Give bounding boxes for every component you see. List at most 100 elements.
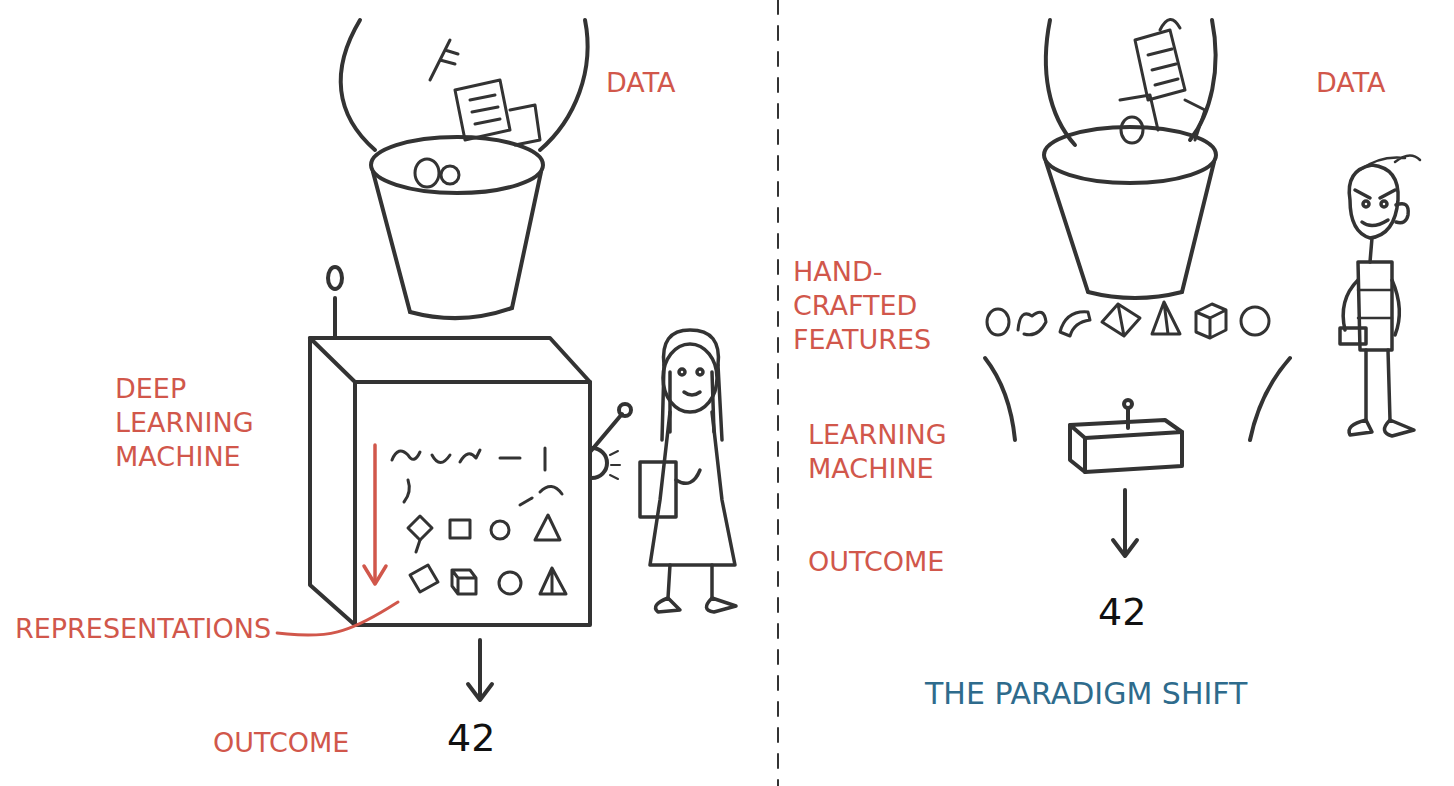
sketch-stroke	[1152, 302, 1180, 334]
sketch-stroke	[512, 172, 541, 308]
sketch-stroke	[341, 20, 375, 150]
sketch-stroke	[1135, 30, 1185, 100]
sketch-stroke	[1358, 290, 1392, 318]
sketch-stroke	[1362, 220, 1388, 226]
machine-label: LEARNING MACHINE	[808, 418, 983, 486]
sketch-stroke	[1123, 490, 1127, 553]
sketch-stroke	[510, 105, 540, 145]
leader-line	[277, 602, 398, 635]
sketch-stroke	[408, 516, 432, 540]
representation-shapes	[392, 448, 566, 594]
sketch-stroke	[1349, 165, 1398, 238]
sketch-stroke	[1396, 204, 1408, 223]
sketch-stroke	[697, 369, 703, 375]
person	[1340, 155, 1420, 436]
sketch-stroke	[333, 298, 337, 338]
sketch-stroke	[478, 640, 482, 698]
sketch-stroke	[415, 159, 439, 187]
sketch-stroke	[676, 470, 700, 483]
sketch-stroke	[460, 450, 480, 462]
sketch-stroke	[1185, 100, 1205, 140]
sketch-stroke	[450, 520, 470, 538]
sketch-stroke	[1370, 238, 1372, 262]
sketch-stroke	[1148, 49, 1178, 85]
sketch-stroke	[1160, 19, 1180, 30]
person	[640, 330, 736, 612]
sketch-stroke	[668, 565, 712, 598]
sketch-stroke	[1046, 162, 1088, 292]
features-label: HAND-CRAFTED FEATURES	[793, 255, 965, 357]
sketch-stroke	[664, 330, 719, 365]
sketch-stroke	[1196, 304, 1226, 338]
sketch-stroke	[1349, 420, 1414, 436]
sketch-stroke	[392, 451, 420, 460]
sketch-stroke	[540, 568, 566, 594]
sketch-stroke	[1366, 350, 1390, 420]
sketch-stroke	[491, 521, 509, 539]
sketch-stroke	[1085, 432, 1182, 472]
data-items	[415, 40, 540, 187]
representations-arrow	[364, 445, 386, 584]
sketch-stroke	[1340, 328, 1366, 344]
sketch-stroke	[656, 598, 736, 612]
sketch-stroke	[1070, 425, 1085, 472]
sketch-stroke	[468, 684, 492, 700]
divider-line	[777, 0, 779, 786]
sketch	[310, 0, 1420, 786]
sketch-stroke	[373, 172, 410, 312]
machine-label: DEEP LEARNING MACHINE	[115, 372, 290, 474]
sketch-stroke	[470, 95, 500, 124]
funnel	[341, 20, 588, 318]
sketch-stroke	[1120, 95, 1158, 130]
sketch-stroke	[1182, 162, 1214, 292]
sketch-stroke	[592, 448, 607, 478]
sketch-stroke	[328, 267, 342, 289]
learning-box	[1070, 400, 1182, 472]
outcome-label: OUTCOME	[213, 726, 349, 760]
sketch-stroke	[1250, 358, 1290, 440]
sketch-stroke	[364, 566, 386, 584]
sketch-stroke	[1018, 312, 1046, 335]
outcome-arrow	[1113, 490, 1137, 556]
sketch-stroke	[520, 498, 532, 505]
sketch-stroke	[1044, 127, 1216, 183]
outcome-number: 42	[447, 716, 495, 760]
data-label: DATA	[606, 66, 676, 100]
sketch-stroke	[650, 412, 735, 565]
outcome-label: OUTCOME	[808, 545, 944, 579]
sketch-stroke	[1381, 201, 1387, 207]
sketch-stroke	[1121, 117, 1143, 143]
sketch-stroke	[1102, 304, 1140, 336]
funnel-guides	[985, 358, 1290, 440]
sketch-stroke	[540, 486, 562, 494]
part-label: REPRESENTATIONS	[15, 612, 271, 646]
sketch-stroke	[987, 309, 1009, 335]
sketch-stroke	[610, 451, 620, 479]
sketch-stroke	[310, 338, 355, 625]
sketch-stroke	[684, 392, 700, 395]
sketch-stroke	[985, 358, 1015, 440]
sketch-stroke	[410, 565, 438, 592]
sketch-stroke	[455, 80, 510, 140]
sketch-stroke	[679, 369, 685, 375]
sketch-stroke	[1088, 292, 1182, 298]
sketch-stroke	[1241, 307, 1269, 335]
sketch-stroke	[441, 166, 459, 184]
sketch-stroke	[373, 445, 377, 582]
sketch-stroke	[1363, 201, 1369, 207]
sketch-stroke	[1358, 262, 1392, 350]
sketch-stroke	[1113, 540, 1137, 556]
outcome-number: 42	[1098, 590, 1146, 634]
sketch-stroke	[1060, 312, 1090, 336]
outcome-arrow	[468, 640, 492, 700]
data-label: DATA	[1316, 66, 1386, 100]
sketch-stroke	[500, 457, 520, 460]
sketch-stroke	[499, 572, 521, 594]
title: THE PARADIGM SHIFT	[925, 676, 1247, 711]
feature-shapes	[987, 302, 1269, 338]
sketch-stroke	[416, 540, 420, 552]
sketch-stroke	[1124, 400, 1132, 408]
sketch-stroke	[535, 515, 560, 540]
